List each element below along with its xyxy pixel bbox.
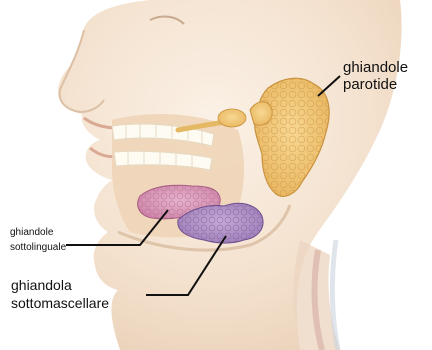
- neck-vessel-2: [332, 240, 338, 350]
- submandibular-label: ghiandola sottomascellare: [11, 276, 109, 312]
- parotid-label: ghiandole parotide: [343, 60, 408, 94]
- duct-knob: [218, 109, 246, 127]
- sublingual-label: ghiandole sottolinguale: [10, 226, 66, 255]
